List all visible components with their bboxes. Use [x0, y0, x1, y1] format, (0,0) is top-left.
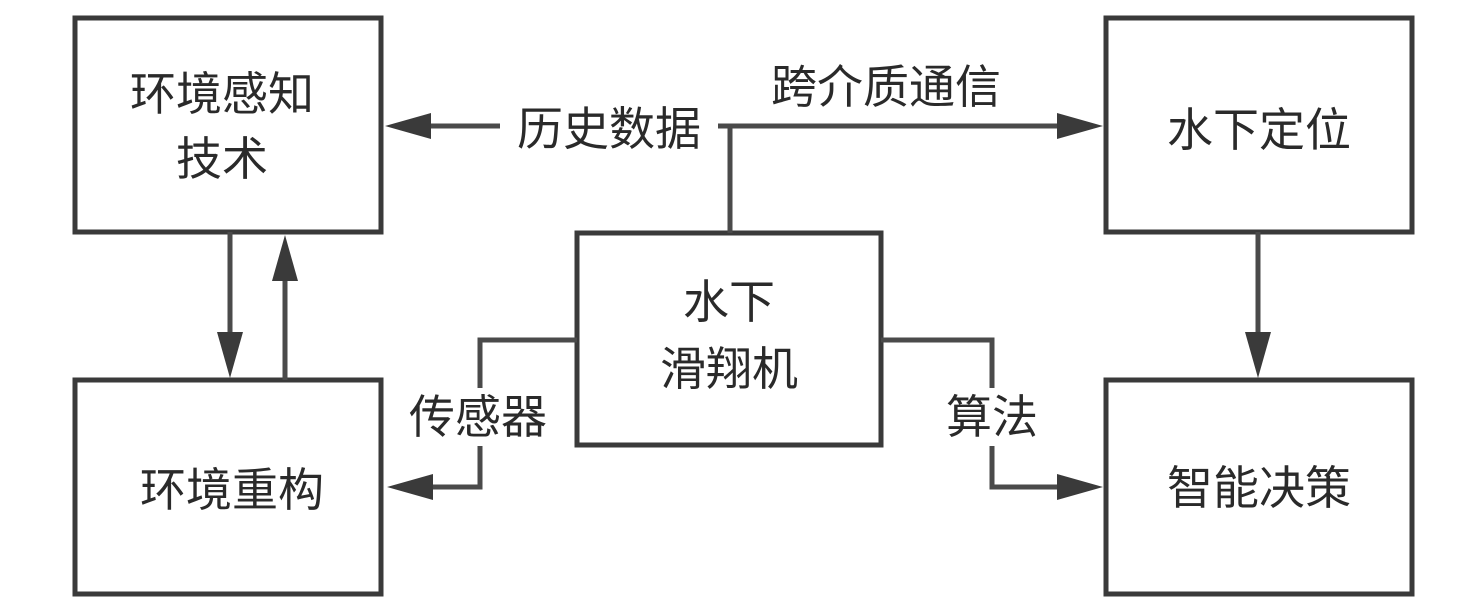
label-sensor: 传感器 — [409, 390, 547, 444]
label-underwater-positioning: 水下定位 — [1167, 103, 1351, 157]
box-env-reconstruction — [72, 377, 384, 597]
arrowhead-to-env-perception — [385, 113, 431, 139]
box-underwater-positioning — [1103, 15, 1415, 235]
arrowhead-down-to-decision — [1245, 332, 1271, 378]
label-glider-line1: 水下 — [683, 275, 775, 329]
label-cross-medium-comm: 跨介质通信 — [771, 60, 1001, 114]
label-env-perception-line2: 技术 — [176, 132, 268, 186]
arrowhead-to-positioning — [1057, 113, 1103, 139]
arrowhead-to-decision — [1057, 474, 1103, 500]
arrowhead-up-to-perception — [272, 235, 298, 281]
label-glider-line2: 滑翔机 — [660, 342, 798, 396]
label-intelligent-decision: 智能决策 — [1167, 461, 1351, 515]
label-historical-data: 历史数据 — [517, 102, 701, 156]
label-algorithm: 算法 — [946, 390, 1038, 444]
box-glider — [574, 230, 884, 448]
box-env-perception — [72, 15, 384, 235]
bg-sensor — [398, 388, 558, 446]
arrowhead-down-to-reconstruction — [217, 332, 243, 378]
bg-historical-data — [500, 100, 718, 152]
label-env-perception-line1: 环境感知 — [130, 67, 314, 121]
arrowhead-to-reconstruction — [387, 474, 433, 500]
box-intelligent-decision — [1103, 377, 1415, 597]
bg-algorithm — [936, 388, 1048, 446]
label-env-reconstruction: 环境重构 — [140, 463, 324, 517]
